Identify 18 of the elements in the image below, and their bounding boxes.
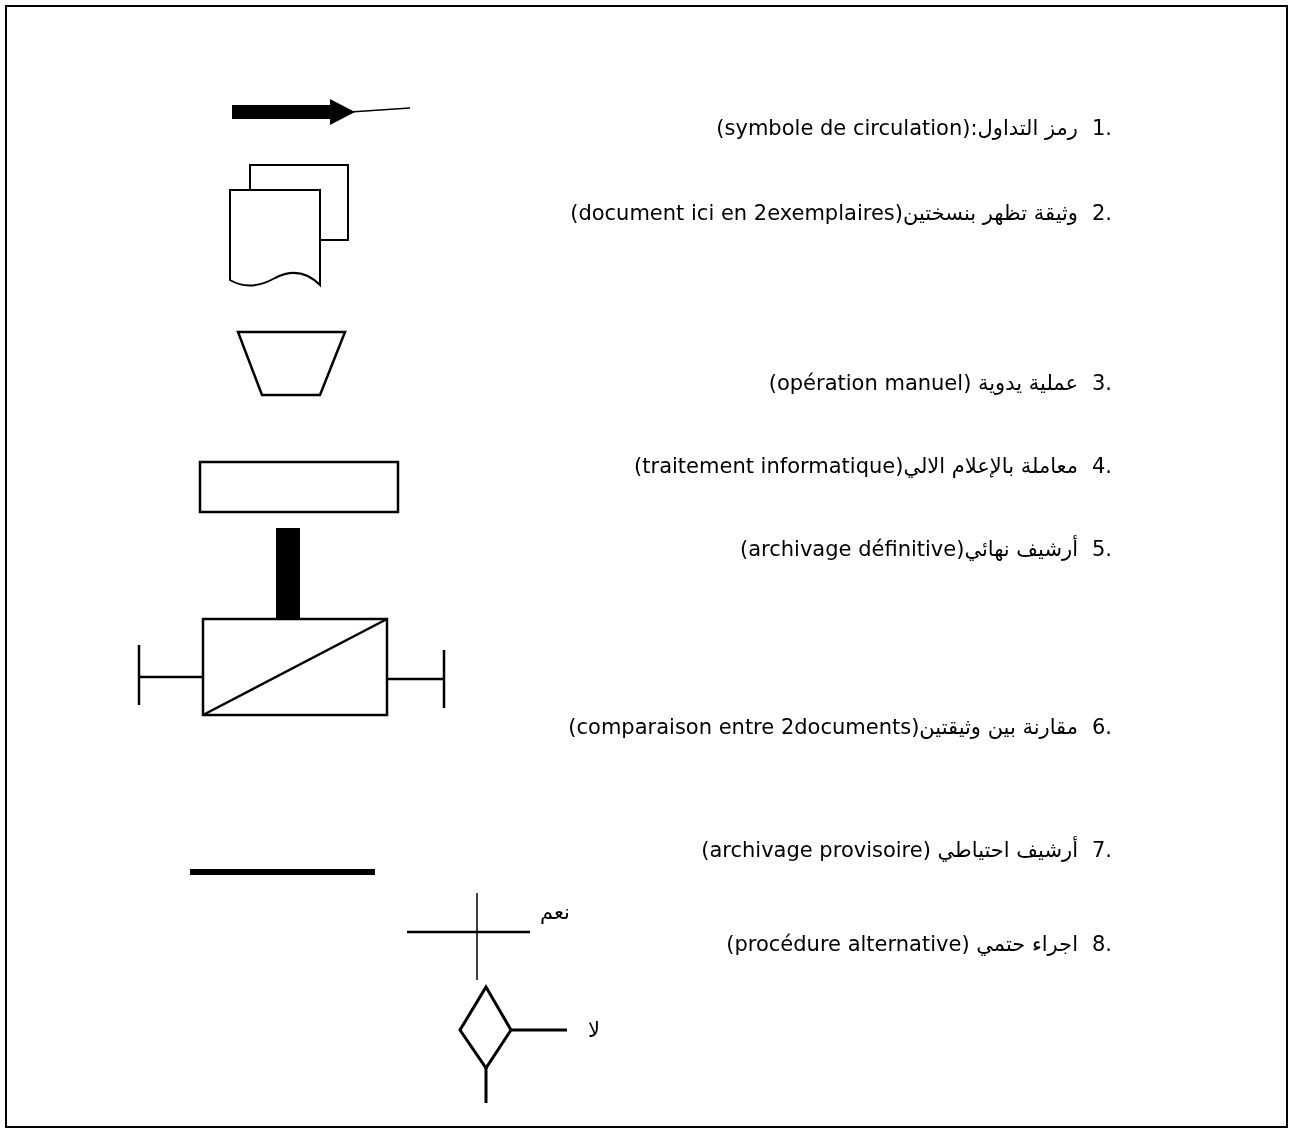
list-number: 1. [1092, 115, 1113, 142]
legend-text: اجراء حتمي (procédure alternative) [726, 931, 1078, 958]
legend-text: معاملة بالإعلام الالي(traitement informatique) [634, 453, 1078, 480]
list-number: 3. [1092, 370, 1113, 397]
legend-text: رمز التداول:(symbole de circulation) [716, 115, 1078, 142]
legend-text: أرشيف احتياطي (archivage provisoire) [701, 836, 1078, 864]
legend-text: أرشيف نهائي(archivage définitive) [740, 535, 1078, 563]
list-number: 7. [1092, 837, 1113, 864]
legend-text: عملية يدوية (opération manuel) [768, 370, 1078, 397]
legend-text: وثيقة تظهر بنسختين(document ici en 2exemplaires) [570, 200, 1078, 227]
list-number: 6. [1092, 714, 1113, 741]
yes-label: نعم [540, 899, 570, 926]
list-number: 8. [1092, 931, 1113, 958]
list-number: 2. [1092, 200, 1113, 227]
no-label: لا [588, 1017, 600, 1044]
legend-text: مقارنة بين وثيقتين(comparaison entre 2documents) [568, 714, 1078, 741]
list-number: 4. [1092, 453, 1113, 480]
list-number: 5. [1092, 536, 1113, 563]
